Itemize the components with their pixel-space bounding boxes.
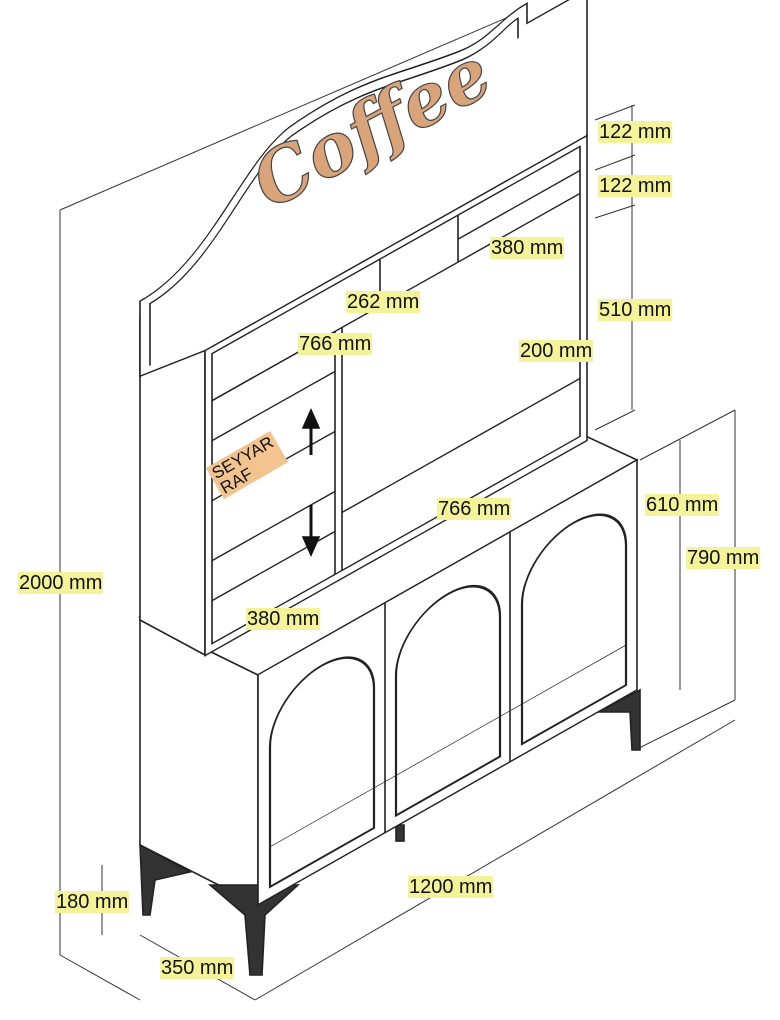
door-left [268, 656, 376, 889]
door-right [520, 513, 628, 746]
dim-cabinet-depth: 350 mm [160, 957, 235, 979]
hutch-front [139, 0, 588, 657]
dim-hutch-width-top: 766 mm [298, 333, 373, 355]
door-middle [394, 585, 502, 818]
dim-upper-compartment: 380 mm [490, 237, 565, 259]
legs [139, 688, 641, 976]
dim-top-shelf-2: 122 mm [598, 175, 673, 197]
sign-board [139, 0, 588, 378]
dim-hutch-height: 610 mm [645, 494, 720, 516]
cabinet-front [257, 458, 638, 906]
dim-top-shelf-1: 122 mm [598, 121, 673, 143]
dim-cabinet-height: 790 mm [686, 547, 761, 569]
dim-hutch-width-bottom: 766 mm [437, 498, 512, 520]
dim-upper-height: 510 mm [598, 299, 673, 321]
dim-niche-depth: 200 mm [519, 340, 594, 362]
adjust-arrows [301, 408, 321, 557]
dim-middle-compartment: 262 mm [346, 291, 421, 313]
dim-leg-height: 180 mm [55, 891, 130, 913]
arched-doors [268, 513, 628, 889]
dim-total-height: 2000 mm [18, 572, 104, 594]
dim-total-width: 1200 mm [408, 876, 494, 898]
dim-hutch-depth: 380 mm [246, 608, 321, 630]
